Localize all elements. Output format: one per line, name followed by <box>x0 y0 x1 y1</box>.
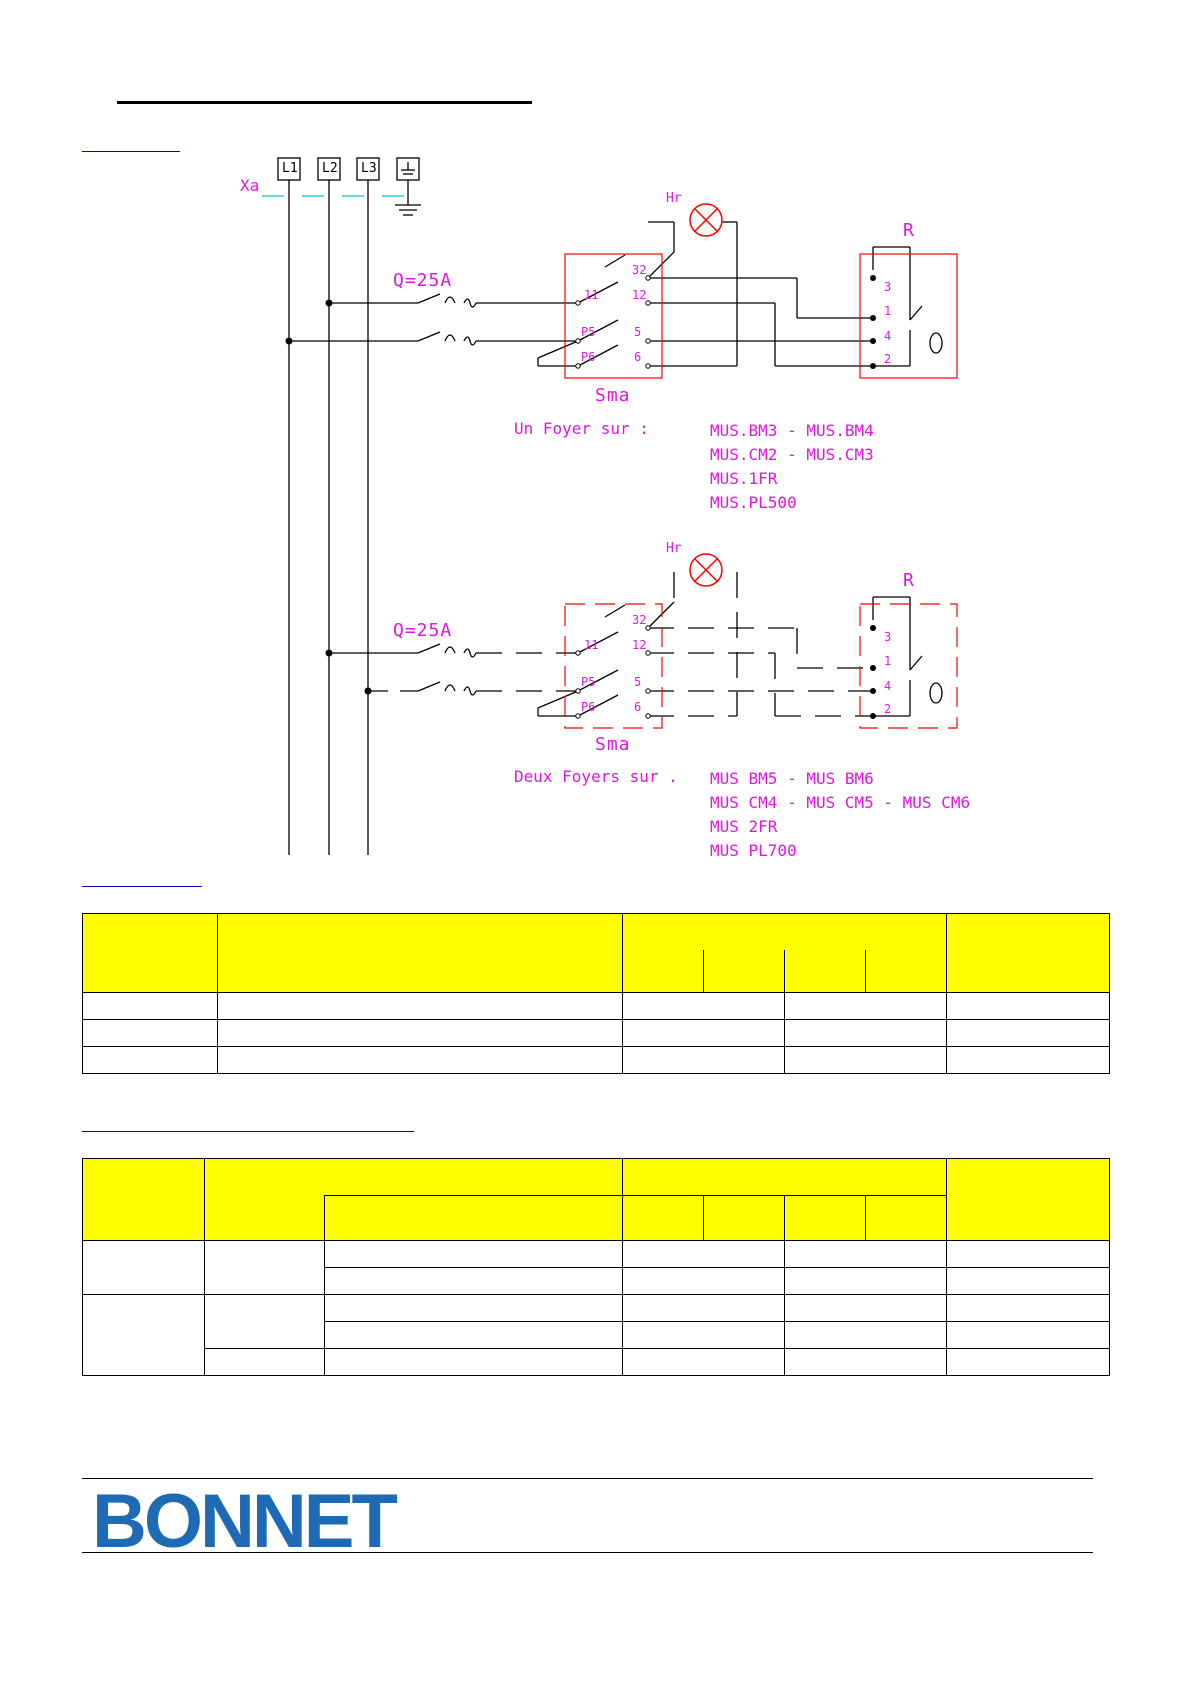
circuit-1-caption: Un Foyer sur : <box>514 419 649 438</box>
contact-label: P6 <box>581 350 596 364</box>
contact-label: 32 <box>632 263 647 277</box>
model-line: MUS.CM2 - MUS.CM3 <box>710 445 874 464</box>
contact-label: P5 <box>581 675 596 689</box>
footer-top-rule <box>82 1478 1093 1479</box>
header-cell <box>622 1158 947 1196</box>
table-header-row <box>82 1158 1110 1241</box>
section1-underline <box>82 151 180 152</box>
table-1 <box>82 913 1110 1074</box>
wiring-schematic <box>262 157 958 855</box>
header-cell <box>865 1195 947 1241</box>
header-cell <box>946 1158 1110 1241</box>
lamp-label-1: Hr <box>666 191 682 206</box>
header-cell <box>204 1195 325 1241</box>
relay-terminal-label: 2 <box>884 352 892 366</box>
circuit-2-caption: Deux Foyers sur . <box>514 767 678 786</box>
table-header-row <box>82 913 1110 993</box>
switch-label-1: Sma <box>595 385 631 406</box>
header-cell <box>324 1195 623 1241</box>
table-header-row <box>83 950 1110 993</box>
relay-terminal-label: 3 <box>884 630 892 644</box>
table-row <box>83 1347 1110 1376</box>
header-cell <box>217 913 623 993</box>
relay-terminal-label: 1 <box>884 304 892 318</box>
model-line: MUS BM5 - MUS BM6 <box>710 769 874 788</box>
table-header-row <box>83 1195 1110 1241</box>
contact-label: P6 <box>581 700 596 714</box>
contact-label: 11 <box>584 288 599 302</box>
relay-terminal-label: 4 <box>884 329 892 343</box>
model-line: MUS.1FR <box>710 469 778 488</box>
relay-terminal-label: 4 <box>884 679 892 693</box>
relay-label-2: R <box>903 570 915 591</box>
terminal-L3: L3 <box>361 161 377 176</box>
header-cell <box>82 913 218 993</box>
terminal-block-label: Xa <box>240 176 260 195</box>
lamp-label-2: Hr <box>666 541 682 556</box>
terminal-L2: L2 <box>322 161 338 176</box>
contact-label: 6 <box>634 700 642 714</box>
model-line: MUS PL700 <box>710 841 797 860</box>
contact-label: 32 <box>632 613 647 627</box>
table-row <box>83 1266 1110 1295</box>
header-cell <box>703 950 785 993</box>
header-cell <box>622 1195 704 1241</box>
table-row <box>82 1019 1110 1047</box>
contact-label: 5 <box>634 325 642 339</box>
contact-label: 11 <box>584 638 599 652</box>
relay-terminal-label: 2 <box>884 702 892 716</box>
relay-terminal-label: 3 <box>884 280 892 294</box>
table-row <box>82 1046 1110 1074</box>
header-cell <box>204 1158 623 1196</box>
section2-underline <box>82 886 202 887</box>
breaker-label-2: Q=25A <box>393 620 453 641</box>
table-row <box>82 992 1110 1020</box>
model-line: MUS CM4 - MUS CM5 - MUS CM6 <box>710 793 971 812</box>
contact-label: 6 <box>634 350 642 364</box>
breaker-label-1: Q=25A <box>393 270 453 291</box>
circuit-2-models: MUS BM5 - MUS BM6 MUS CM4 - MUS CM5 - MU… <box>710 767 970 863</box>
header-cell <box>82 1158 205 1241</box>
header-cell <box>784 1195 866 1241</box>
contact-label: 5 <box>634 675 642 689</box>
header-cell <box>622 913 947 950</box>
header-cell <box>622 950 704 993</box>
relay-terminal-label: 1 <box>884 654 892 668</box>
header-cell <box>784 950 866 993</box>
table-row <box>82 1239 1110 1295</box>
header-cell <box>946 913 1110 993</box>
model-line: MUS 2FR <box>710 817 778 836</box>
section3-underline <box>82 1131 414 1132</box>
bonnet-logo: BONNET <box>92 1479 398 1564</box>
terminal-L1: L1 <box>282 161 298 176</box>
contact-label: 12 <box>632 638 647 652</box>
table-2 <box>82 1158 1110 1376</box>
circuit-1-models: MUS.BM3 - MUS.BM4 MUS.CM2 - MUS.CM3 MUS.… <box>710 419 874 515</box>
header-cell <box>865 950 947 993</box>
contact-label: P5 <box>581 325 596 339</box>
model-line: MUS.PL500 <box>710 493 797 512</box>
table-row <box>82 1293 1110 1376</box>
relay-label-1: R <box>903 220 915 241</box>
contact-label: 12 <box>632 288 647 302</box>
switch-label-2: Sma <box>595 734 631 755</box>
footer-bottom-rule <box>82 1552 1093 1553</box>
header-cell <box>703 1195 785 1241</box>
title-underline <box>117 101 532 104</box>
table-row <box>83 1320 1110 1349</box>
model-line: MUS.BM3 - MUS.BM4 <box>710 421 874 440</box>
